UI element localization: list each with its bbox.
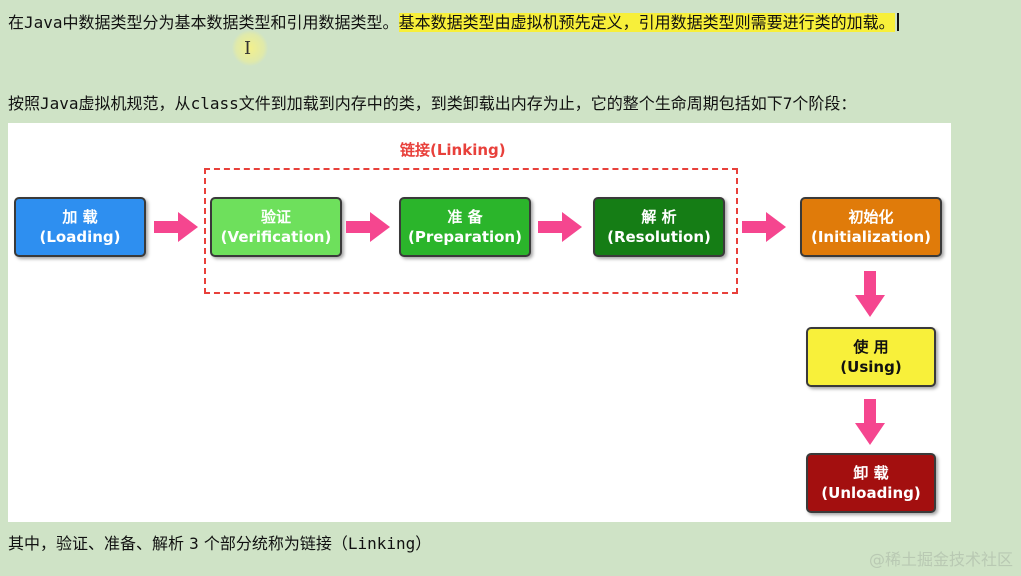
p2-java: Java [40,94,79,113]
intro-text-a: 在 [8,13,25,32]
p2-seven: 7 [782,94,793,113]
p3-b: 个部分统称为链接（ [198,534,348,553]
intro-java: Java [24,13,63,32]
linking-group-box [204,168,738,294]
node-resolution-cn: 解 析 [641,208,677,226]
node-verification-en: (Verification) [220,228,332,246]
p2-c: 文件到加载到内存中的类，到类卸载出内存为止，它的整个生命周期包括如下 [238,94,783,113]
node-loading: 加 载 (Loading) [14,197,146,257]
node-preparation-cn: 准 备 [447,208,483,226]
arrow-loading-to-verification [154,212,198,242]
cursor-highlight [232,30,268,66]
linking-group-label: 链接(Linking) [400,141,506,159]
text-caret [896,13,899,31]
node-initialization: 初始化 (Initialization) [800,197,942,257]
p3-three: 3 [189,534,199,553]
node-initialization-en: (Initialization) [811,228,931,246]
arrow-using-to-unloading [855,399,885,445]
ibeam-cursor-icon: I [244,38,252,59]
node-verification-cn: 验证 [260,208,291,226]
node-loading-en: (Loading) [39,228,121,246]
p2-a: 按照 [8,94,41,113]
lifecycle-diagram: 链接(Linking) 加 载 (Loading) 验证 (Verificati… [8,123,951,522]
p3-linking: Linking [347,534,416,553]
node-initialization-cn: 初始化 [848,208,894,226]
highlighted-text: 基本数据类型由虚拟机预先定义，引用数据类型则需要进行类的加载。 [398,13,895,32]
arrow-initialization-to-using [855,271,885,317]
node-unloading-en: (Unloading) [821,484,921,502]
p2-b: 虚拟机规范，从 [78,94,191,113]
node-verification: 验证 (Verification) [210,197,342,257]
p3-c: ） [415,534,432,553]
arrow-resolution-to-initialization [742,212,786,242]
p2-d: 个阶段： [792,94,857,113]
lifecycle-paragraph: 按照Java虚拟机规范，从class文件到加载到内存中的类，到类卸载出内存为止，… [8,92,856,116]
node-preparation-en: (Preparation) [408,228,522,246]
node-resolution-en: (Resolution) [607,228,711,246]
node-preparation: 准 备 (Preparation) [399,197,531,257]
node-using-cn: 使 用 [853,338,889,356]
node-using: 使 用 (Using) [806,327,936,387]
watermark: @稀土掘金技术社区 [868,550,1013,569]
node-resolution: 解 析 (Resolution) [593,197,725,257]
p2-class: class [190,94,239,113]
p3-a: 其中，验证、准备、解析 [8,534,190,553]
node-loading-cn: 加 载 [62,208,98,226]
summary-paragraph: 其中，验证、准备、解析 3 个部分统称为链接（Linking） [8,532,431,556]
node-unloading-cn: 卸 载 [853,464,889,482]
node-using-en: (Using) [840,358,902,376]
intro-text-b: 中数据类型分为基本数据类型和引用数据类型。 [62,13,399,32]
node-unloading: 卸 载 (Unloading) [806,453,936,513]
intro-paragraph: 在Java中数据类型分为基本数据类型和引用数据类型。基本数据类型由虚拟机预先定义… [8,10,1013,36]
